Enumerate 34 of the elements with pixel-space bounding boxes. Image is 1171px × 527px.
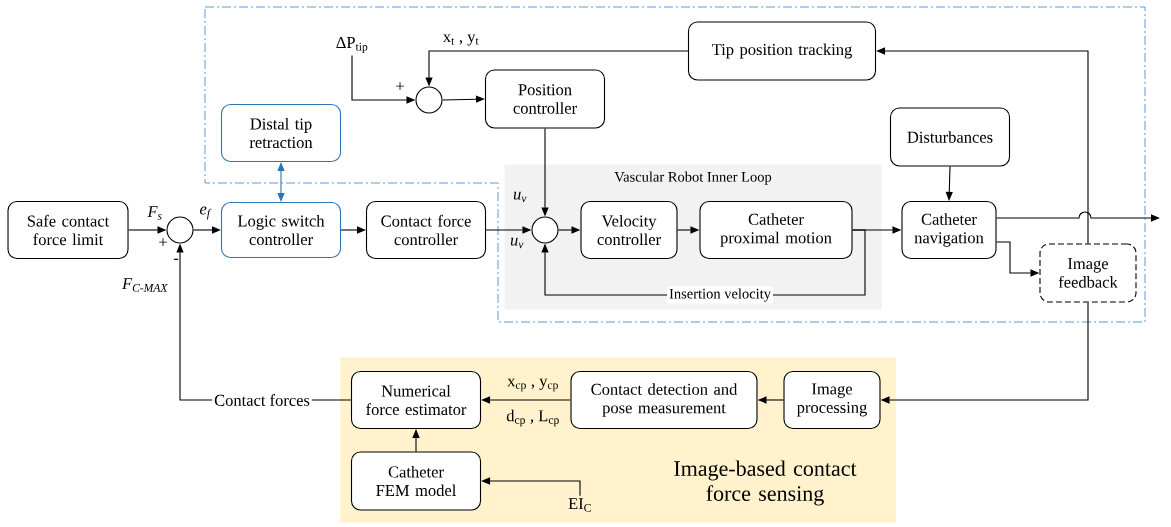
process-box: Distal tip retraction bbox=[220, 103, 342, 163]
edge-label: x$_{t}$ , y$_{t}$ bbox=[443, 34, 479, 46]
process-box: Safe contact force limit bbox=[7, 200, 129, 260]
process-box: Tip position tracking bbox=[687, 21, 877, 81]
sign-label: + bbox=[396, 82, 404, 91]
signal-label: ΔP$_{tip}$ bbox=[336, 37, 368, 53]
edge-label: F$_{s}$ bbox=[147, 206, 162, 220]
process-box: Logic switch controller bbox=[220, 201, 342, 259]
arrow bbox=[996, 211, 1160, 222]
signal-label: d$_{cp}$ , L$_{cp}$ bbox=[506, 409, 559, 427]
signal-label: F$_{C-MAX}$ bbox=[122, 278, 168, 292]
process-box: Catheter FEM model bbox=[350, 451, 482, 511]
summing-junction bbox=[166, 216, 194, 244]
process-box: Contact force controller bbox=[365, 200, 487, 260]
edge-label: u$_{v}$ bbox=[513, 191, 527, 203]
process-box: Velocity controller bbox=[580, 200, 678, 260]
process-box: Image processing bbox=[783, 370, 881, 430]
process-box: Position controller bbox=[484, 69, 606, 129]
edge-label: Insertion velocity bbox=[667, 286, 773, 304]
edge-label: u$_{v}$ bbox=[510, 237, 524, 249]
edge-label: e$_{f}$ bbox=[200, 206, 212, 220]
process-box: Numerical force estimator bbox=[350, 370, 482, 430]
edge-label: Contact forces bbox=[212, 392, 312, 408]
edge-label: x$_{cp}$ , y$_{cp}$ bbox=[507, 378, 558, 392]
sign-label: + bbox=[159, 238, 167, 247]
sign-label: - bbox=[173, 258, 179, 260]
process-box: Image feedback bbox=[1039, 243, 1137, 303]
process-box: Catheter proximal motion bbox=[699, 200, 853, 260]
process-box: Contact detection and pose measurement bbox=[570, 370, 758, 430]
process-box: Catheter navigation bbox=[901, 200, 997, 260]
summing-junction bbox=[415, 86, 443, 114]
summing-junction bbox=[531, 216, 559, 244]
signal-label: EI$_{C}$ bbox=[568, 498, 591, 512]
process-box: Disturbances bbox=[889, 107, 1011, 167]
